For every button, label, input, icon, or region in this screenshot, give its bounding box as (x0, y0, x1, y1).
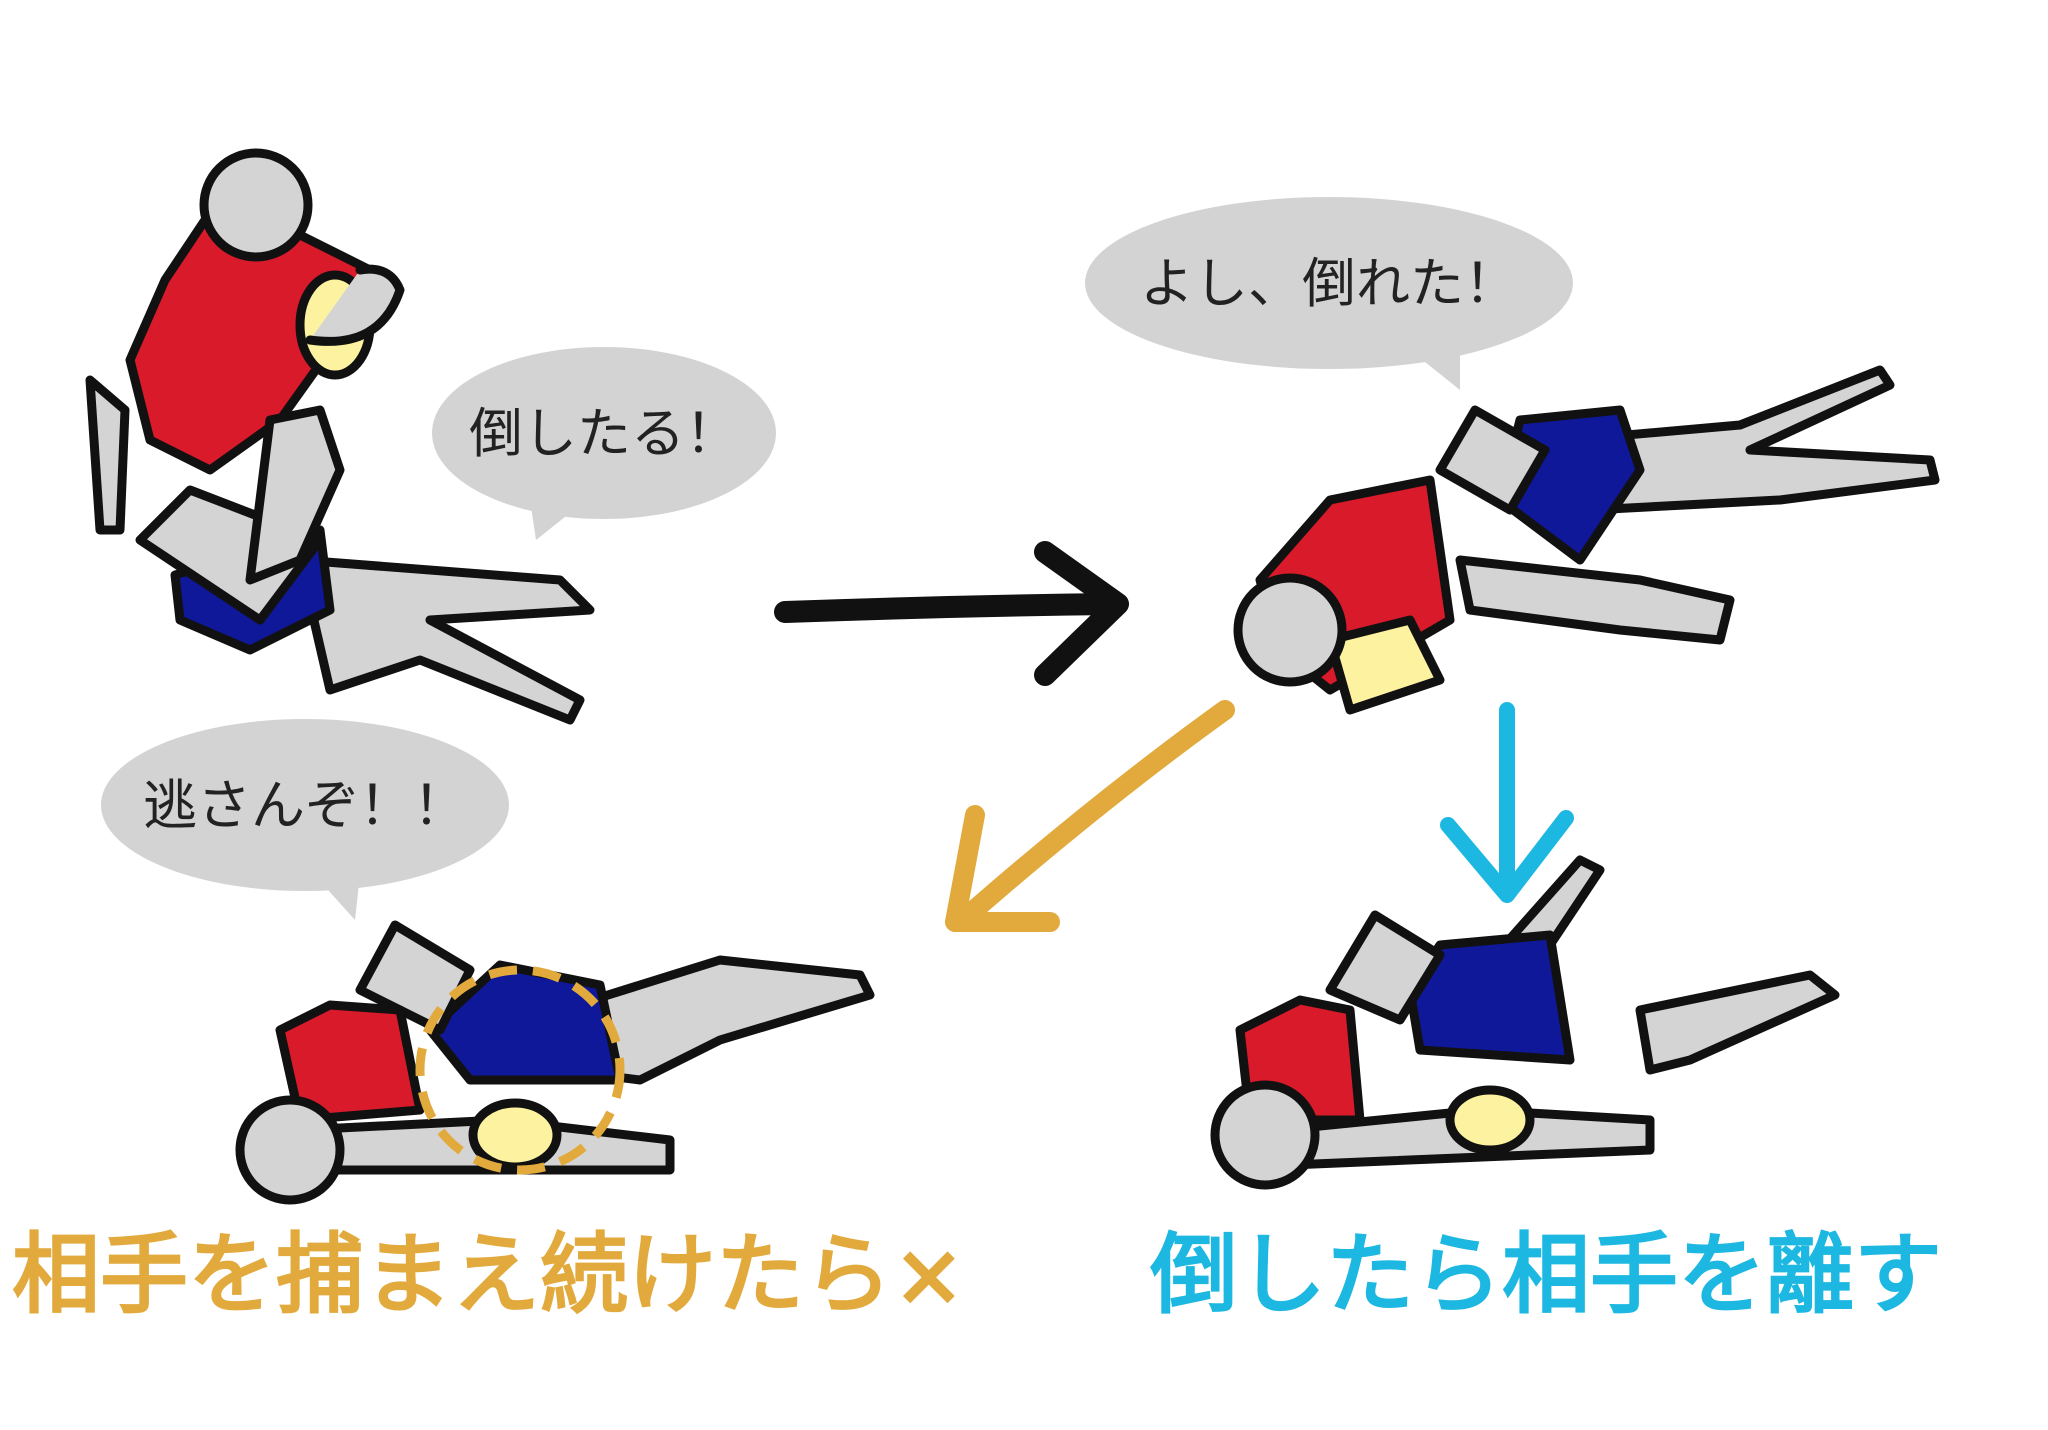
scene-wrong (235, 920, 875, 1205)
speech-bubble-tackle: 倒したる！ (432, 347, 776, 540)
arrow-right-choice-icon (1440, 702, 1574, 903)
arrow-wrong-icon (945, 700, 1235, 932)
highlight-circle (415, 965, 625, 1175)
scene-tackle (85, 148, 595, 725)
speech-bubble-down: よし、倒れた！ (1085, 197, 1573, 390)
speech-bubble-hold: 逃さんぞ！！ (101, 719, 509, 920)
bubble-text-hold: 逃さんぞ！！ (143, 774, 467, 837)
arrow-right-icon (774, 541, 1129, 686)
bubble-text-tackle: 倒したる！ (469, 402, 739, 465)
scene-right (1210, 855, 1840, 1190)
bubble-text-down: よし、倒れた！ (1140, 252, 1518, 315)
scene-down (1233, 365, 1940, 715)
caption-wrong: 相手を捕まえ続けたら× (12, 1223, 966, 1326)
caption-right: 倒したら相手を離す (1149, 1223, 1942, 1326)
